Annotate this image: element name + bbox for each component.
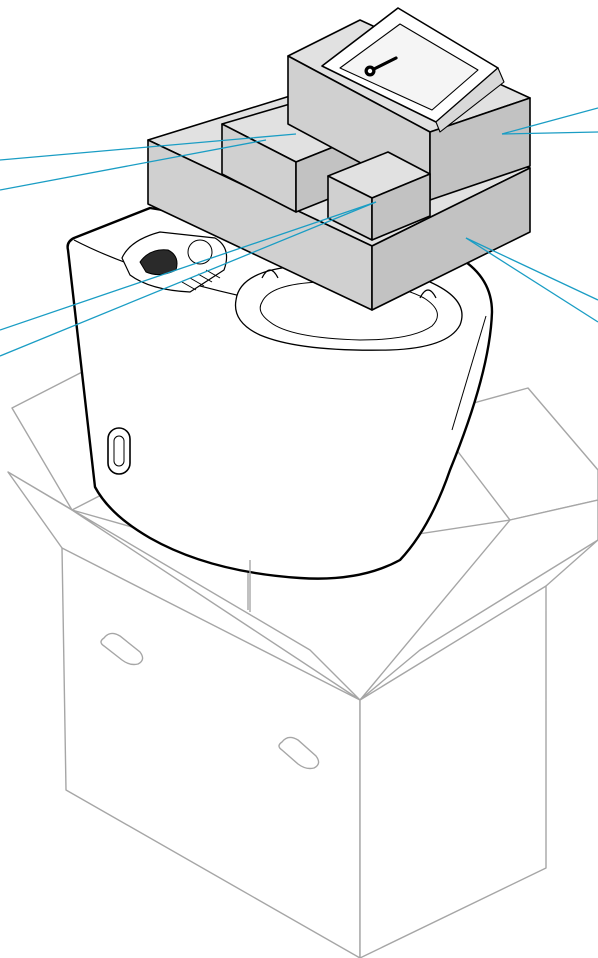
handle-slot-icon <box>107 427 131 475</box>
toilet-control-knob <box>139 249 178 276</box>
leader-right-package-a <box>501 107 598 135</box>
carton-front-right-panel <box>359 585 547 958</box>
callout-leader-lines <box>0 107 598 357</box>
carton-front-right-flap <box>359 499 598 701</box>
leader-medium-package-a <box>0 133 297 161</box>
small-package <box>327 151 431 241</box>
tablet-shadow-plate <box>435 67 505 133</box>
tablet-screen <box>339 23 479 111</box>
leader-medium-package-b <box>0 139 267 191</box>
toilet-hinge-right <box>419 289 437 299</box>
leader-large-package-a <box>465 237 598 301</box>
carton-front-fold-left <box>7 471 63 549</box>
leader-large-package-b <box>465 237 598 323</box>
carton-front-left-panel <box>61 547 361 958</box>
small-package-side <box>371 173 431 241</box>
toilet-control-dial <box>187 239 213 265</box>
carton-handles <box>100 632 320 770</box>
wrench-icon <box>364 56 398 77</box>
large-package-side <box>371 167 531 311</box>
carton-back-right-flap <box>429 387 598 521</box>
toilet-hinge-left <box>261 269 279 279</box>
carton-front-fold-right <box>545 539 598 587</box>
leader-small-package-a <box>0 201 377 331</box>
handle-slot-icon <box>100 632 144 666</box>
accessory-package-stack <box>147 7 531 311</box>
tablet <box>321 7 505 133</box>
leader-small-package-b <box>0 201 377 357</box>
toilet-front-curve <box>451 315 487 431</box>
leader-right-package-b <box>501 131 598 135</box>
handle-slot-icon <box>278 736 320 770</box>
